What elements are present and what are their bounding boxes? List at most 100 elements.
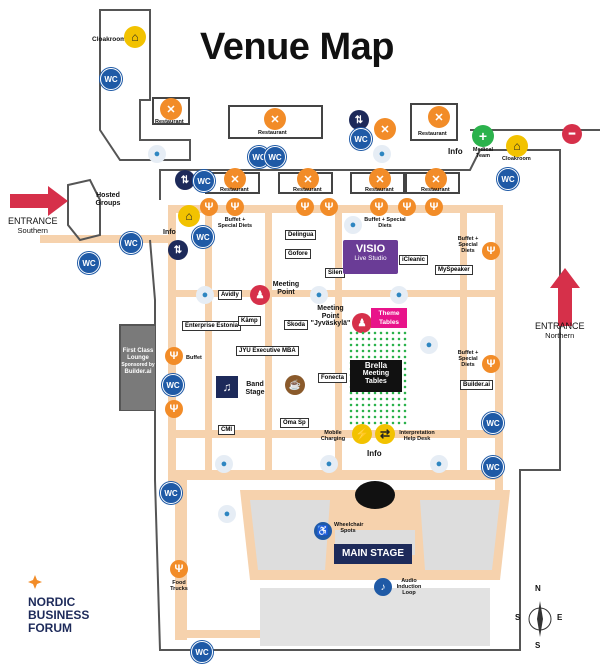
cloakroom-hanger-icon: ⌂ [124,26,146,48]
buffet-icon: Ψ [398,198,416,216]
meeting-point-icon: ♟ [352,313,372,333]
restaurant-label: Restaurant [155,119,184,125]
restaurant-icon: ✕ [264,108,286,130]
cloakroom-hanger-icon: ⌂ [506,135,528,157]
entrance-arrow-southern [10,186,68,216]
nbf-logo-icon [28,575,42,589]
restaurant-label: Restaurant [220,187,249,193]
medical-team-label: Medical Team [472,147,494,160]
buffet-icon: Ψ [165,400,183,418]
booth-myspeaker: MySpeaker [435,265,473,275]
wheelchair-icon: ♿ [314,522,332,540]
buffet-icon: Ψ [482,355,500,373]
water-icon: ● [218,505,236,523]
wc-icon: WC [78,252,100,274]
wc-icon: WC [497,168,519,190]
buffet-icon: Ψ [370,198,388,216]
cloakroom-top-label: Cloakroom [92,36,126,43]
info-bottom-label: Info [367,449,382,458]
wc-icon: WC [100,68,122,90]
brella-meeting-tables[interactable]: Brella Meeting Tables [350,360,402,392]
buffet-special-label: Buffet + Special Diets [217,217,253,230]
entrance-arrow-northern [550,268,580,326]
booth-kamp: Kämp [238,316,261,326]
booth-oma-sp: Oma Sp [280,418,309,428]
restaurant-icon: ✕ [297,168,319,190]
hosted-groups-label: Hosted Groups [95,192,121,207]
nbf-logo-text: NORDIC BUSINESS FORUM [28,595,90,635]
buffet-special-label: Buffet + Special Diets [457,350,479,369]
buffet-icon: Ψ [165,347,183,365]
buffet-special-label: Buffet + Special Diets [364,217,406,230]
entrance-southern-label: ENTRANCE Southern [8,216,58,235]
wc-icon: WC [162,374,184,396]
wc-icon: WC [120,232,142,254]
first-class-lounge[interactable]: First Class Lounge Sponsored by Builder.… [121,326,155,410]
water-icon: ● [196,286,214,304]
meeting-point-label: Meeting Point [272,281,300,296]
visio-live-studio[interactable]: VISIO Live Studio [343,240,398,274]
booth-icleanic: iCleanic [399,255,429,265]
restaurant-label: Restaurant [418,131,447,137]
water-icon: ● [373,145,391,163]
buffet-icon: Ψ [200,198,218,216]
theme-tables[interactable]: Theme Tables [371,308,407,328]
page-title: Venue Map [200,26,395,68]
buffet-icon: Ψ [425,198,443,216]
restaurant-icon: ✕ [428,106,450,128]
booth-jyu-mba: JYU Executive MBA [236,346,299,356]
booth-builder: Builder.ai [460,380,494,390]
wc-icon: WC [482,456,504,478]
booth-cmi: CMI [218,425,235,435]
booth-skoda: Škoda [284,320,309,330]
interpretation-label: Interpretation Help Desk [399,430,435,443]
buffet-icon: Ψ [296,198,314,216]
meeting-point-jyvaskyla-label: Meeting Point "Jyväskylä" [310,305,351,328]
buffet-icon: Ψ [320,198,338,216]
water-icon: ● [320,455,338,473]
booth-enterprise-estonia: Enterprise Estonia [182,321,242,331]
restaurant-icon: ✕ [224,168,246,190]
restaurant-icon: ✕ [369,168,391,190]
wc-icon: WC [264,146,286,168]
wc-icon: WC [160,482,182,504]
entrance-northern-label: ENTRANCE Northern [535,321,585,340]
restaurant-label: Restaurant [293,187,322,193]
buffet-label: Buffet [186,355,202,361]
interpretation-icon: ⇄ [375,424,395,444]
water-icon: ● [310,286,328,304]
water-icon: ● [390,286,408,304]
restaurant-label: Restaurant [365,187,394,193]
restaurant-icon: ✕ [160,98,182,120]
audio-loop-label: Audio Induction Loop [396,578,422,597]
restaurant-label: Restaurant [421,187,450,193]
info-top-label: Info [448,147,463,156]
charging-icon: ⚡ [352,424,372,444]
restaurant-label: Restaurant [258,130,287,136]
info-left-label: Info [163,229,176,236]
restaurant-icon: ✕ [374,118,396,140]
restaurant-icon: ✕ [425,168,447,190]
wc-icon: WC [350,128,372,150]
food-truck-icon: Ψ [170,560,188,578]
buffet-special-label: Buffet + Special Diets [457,236,479,255]
medical-cross-icon: + [472,125,494,147]
wc-icon: WC [191,641,213,663]
food-trucks-label: Food Trucks [170,580,188,593]
cloakroom-icon-left: ⌂ [178,205,200,227]
main-stage[interactable]: MAIN STAGE [334,544,412,564]
water-icon: ● [148,145,166,163]
coffee-icon: ☕ [285,375,305,395]
meeting-point-icon: ♟ [250,285,270,305]
water-icon: ● [430,455,448,473]
band-stage-icon: ♫ [216,376,238,398]
elevator-icon: ⇅ [168,240,188,260]
elevator-icon: ⇅ [349,110,369,130]
wc-icon: WC [193,170,215,192]
wc-icon: WC [482,412,504,434]
band-stage-label: Band Stage [245,381,265,396]
auditorium-seating [240,481,510,646]
elevator-icon: ⇅ [175,170,195,190]
booth-avidly: Avidly [218,290,242,300]
